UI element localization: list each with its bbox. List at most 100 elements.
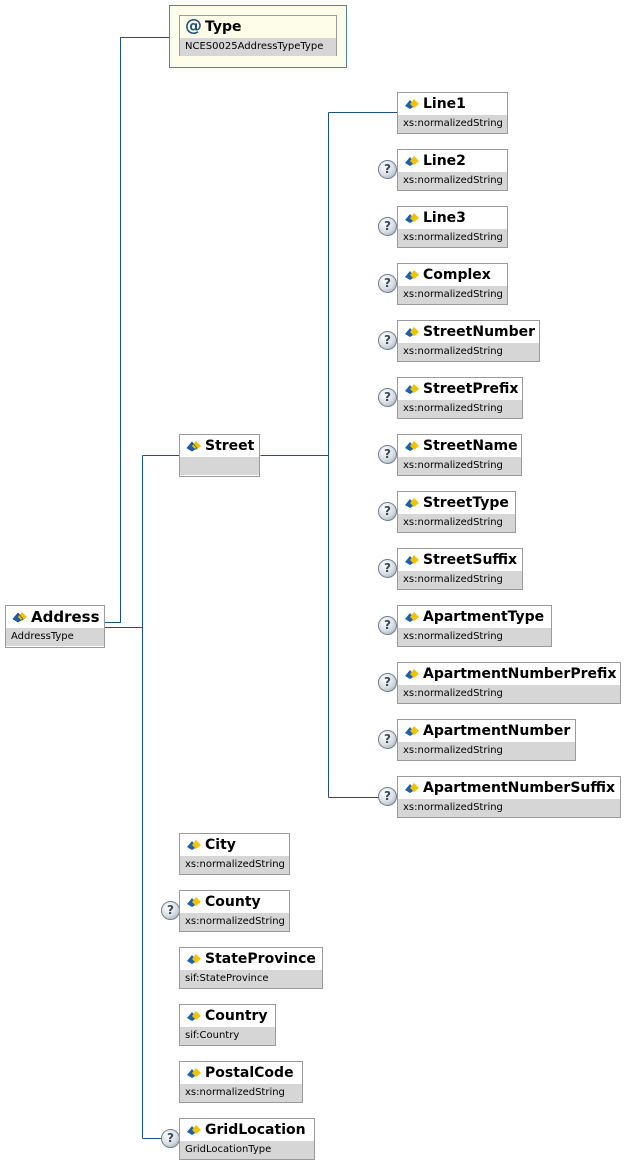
streetsuffix-name-row: StreetSuffix [398,549,522,571]
line2-node[interactable]: Line2 xs:normalizedString [397,149,508,191]
city-datatype: xs:normalizedString [180,856,289,874]
element-diamond-icon [187,1011,201,1021]
streetprefix-node[interactable]: StreetPrefix xs:normalizedString [397,377,523,419]
line1-node[interactable]: Line1 xs:normalizedString [397,92,508,134]
apartmentnumberprefix-node[interactable]: ApartmentNumberPrefix xs:normalizedStrin… [397,662,621,704]
line1-datatype: xs:normalizedString [398,115,507,133]
streetname-label: StreetName [423,438,518,454]
streetnumber-node[interactable]: StreetNumber xs:normalizedString [397,320,540,362]
county-label: County [205,894,261,910]
city-label: City [205,837,236,853]
streetnumber-datatype: xs:normalizedString [398,343,539,361]
country-name-row: Country [180,1005,275,1027]
stateprovince-node[interactable]: StateProvince sif:StateProvince [179,947,323,989]
city-node[interactable]: City xs:normalizedString [179,833,290,875]
attribute-at-icon: @ [185,16,202,36]
postalcode-datatype: xs:normalizedString [180,1084,302,1102]
gridlocation-node[interactable]: GridLocation GridLocationType [179,1118,315,1160]
stateprovince-datatype: sif:StateProvince [180,970,322,988]
complex-name-row: Complex [398,264,507,286]
streetnumber-label: StreetNumber [423,324,536,340]
line3-label: Line3 [423,210,466,226]
complex-node[interactable]: Complex xs:normalizedString [397,263,508,305]
element-diamond-icon [405,555,419,565]
streetprefix-label: StreetPrefix [423,381,519,397]
county-name-row: County [180,891,289,913]
element-diamond-icon [186,441,201,452]
country-node[interactable]: Country sif:Country [179,1004,276,1046]
apartmentnumbersuffix-datatype: xs:normalizedString [398,799,620,817]
streettype-datatype: xs:normalizedString [398,514,515,532]
gridlocation-label: GridLocation [205,1122,306,1138]
type-attribute-label: Type [205,19,242,35]
element-diamond-icon [405,783,419,793]
country-label: Country [205,1008,268,1024]
line2-name-row: Line2 [398,150,507,172]
apartmentnumber-node[interactable]: ApartmentNumber xs:normalizedString [397,719,576,761]
streetsuffix-node[interactable]: StreetSuffix xs:normalizedString [397,548,523,590]
stateprovince-name-row: StateProvince [180,948,322,970]
complex-optional-icon: ? [378,274,397,293]
streetname-name-row: StreetName [398,435,521,457]
apartmentnumbersuffix-node[interactable]: ApartmentNumberSuffix xs:normalizedStrin… [397,776,621,818]
apartmenttype-label: ApartmentType [423,609,545,625]
line2-datatype: xs:normalizedString [398,172,507,190]
street-label: Street [205,438,255,454]
address-label: Address [31,608,100,626]
streetsuffix-datatype: xs:normalizedString [398,571,522,589]
apartmenttype-optional-icon: ? [378,616,397,635]
element-diamond-icon [405,726,419,736]
apartmentnumberprefix-optional-icon: ? [378,673,397,692]
element-diamond-icon [405,327,419,337]
street-node[interactable]: Street [179,434,260,477]
line2-optional-icon: ? [378,160,397,179]
stateprovince-label: StateProvince [205,951,316,967]
line1-name-row: Line1 [398,93,507,115]
country-datatype: sif:Country [180,1027,275,1045]
gridlocation-name-row: GridLocation [180,1119,314,1141]
streettype-node[interactable]: StreetType xs:normalizedString [397,491,516,533]
line3-name-row: Line3 [398,207,507,229]
street-name-row: Street [180,435,259,457]
complex-label: Complex [423,267,491,283]
apartmentnumbersuffix-name-row: ApartmentNumberSuffix [398,777,620,799]
element-diamond-icon [405,441,419,451]
address-node[interactable]: Address AddressType [5,605,105,648]
line2-label: Line2 [423,153,466,169]
streetprefix-datatype: xs:normalizedString [398,400,522,418]
line3-datatype: xs:normalizedString [398,229,507,247]
apartmenttype-node[interactable]: ApartmentType xs:normalizedString [397,605,552,647]
apartmentnumberprefix-label: ApartmentNumberPrefix [423,666,617,682]
streetname-node[interactable]: StreetName xs:normalizedString [397,434,522,476]
type-attribute-name-row: @ Type [180,16,336,38]
type-attribute-datatype: NCES0025AddressTypeType [180,38,336,56]
type-attribute-node[interactable]: @ Type NCES0025AddressTypeType [179,15,337,56]
apartmentnumber-name-row: ApartmentNumber [398,720,575,742]
element-diamond-icon [187,840,201,850]
element-diamond-icon [405,384,419,394]
apartmentnumber-optional-icon: ? [378,730,397,749]
address-name-row: Address [6,606,104,628]
element-diamond-icon [405,612,419,622]
gridlocation-datatype: GridLocationType [180,1141,314,1159]
gridlocation-optional-icon: ? [161,1129,180,1148]
streetsuffix-optional-icon: ? [378,559,397,578]
streetprefix-name-row: StreetPrefix [398,378,522,400]
address-datatype: AddressType [6,628,104,646]
line1-label: Line1 [423,96,466,112]
streettype-optional-icon: ? [378,502,397,521]
element-diamond-icon [405,156,419,166]
apartmenttype-name-row: ApartmentType [398,606,551,628]
connector-address-type [104,37,170,623]
apartmentnumberprefix-name-row: ApartmentNumberPrefix [398,663,620,685]
element-diamond-icon [405,270,419,280]
line3-node[interactable]: Line3 xs:normalizedString [397,206,508,248]
postalcode-node[interactable]: PostalCode xs:normalizedString [179,1061,303,1103]
apartmentnumber-label: ApartmentNumber [423,723,571,739]
element-diamond-icon [405,99,419,109]
element-diamond-icon [187,1068,201,1078]
streetprefix-optional-icon: ? [378,388,397,407]
streetname-optional-icon: ? [378,445,397,464]
county-node[interactable]: County xs:normalizedString [179,890,290,932]
element-diamond-icon [187,897,201,907]
